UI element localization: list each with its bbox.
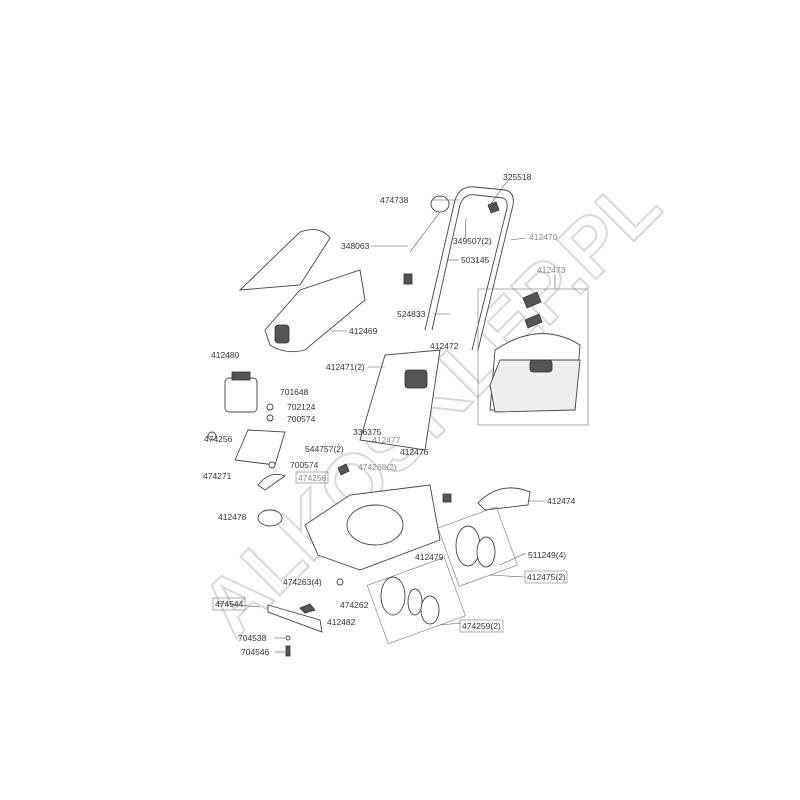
part-labels: 325518 474738 348063 349507(2) 412470 50…	[203, 172, 576, 657]
part-label: 474544	[215, 599, 244, 609]
grass-catcher	[489, 291, 581, 413]
part-label: 412479	[415, 552, 444, 562]
label-box-474544	[212, 597, 246, 611]
part-label: 701648	[280, 387, 309, 397]
part-label: 474263(4)	[283, 577, 322, 587]
mower-deck	[304, 463, 452, 571]
part-label: 474271	[203, 471, 232, 481]
label-box-412475	[524, 570, 568, 584]
part-label: 348063	[341, 241, 370, 251]
part-label: 474259(2)	[462, 621, 501, 631]
rear-flap	[477, 487, 531, 511]
blade	[267, 604, 323, 633]
part-label: 412482	[327, 617, 356, 627]
part-label: 503145	[461, 255, 490, 265]
part-label: 474256	[298, 473, 327, 483]
rear-wheel	[455, 525, 496, 568]
part-label: 412475(2)	[527, 572, 566, 582]
motor-cover	[238, 229, 366, 353]
part-label: 412477	[372, 435, 401, 445]
part-label: 412478	[218, 512, 247, 522]
part-label: 412476	[400, 447, 429, 457]
grass-box-frame	[477, 288, 589, 426]
leader-lines	[216, 179, 556, 653]
part-label: 544757(2)	[305, 444, 344, 454]
motor	[207, 371, 286, 527]
part-label: 474256	[204, 434, 233, 444]
part-label: 412471(2)	[326, 362, 365, 372]
part-label: 325518	[503, 172, 532, 182]
part-label: 474262	[340, 600, 369, 610]
part-label: 511249(4)	[528, 550, 566, 560]
label-box-474259	[459, 619, 504, 633]
part-label: 412470	[529, 232, 558, 242]
part-label: 412474	[547, 496, 576, 506]
part-label: 700574	[287, 414, 316, 424]
part-label: 412473	[537, 265, 566, 275]
part-label: 524833	[397, 309, 426, 319]
handle-assembly	[403, 186, 514, 351]
part-label: 349507(2)	[453, 236, 492, 246]
part-label: 704538	[238, 633, 267, 643]
front-wheel	[380, 576, 440, 625]
rear-wheel-frame	[437, 506, 518, 587]
part-label: 700574	[290, 460, 319, 470]
label-box-474256	[295, 471, 329, 484]
part-label: 336375	[353, 427, 382, 437]
part-label: 412472	[430, 341, 459, 351]
part-label: 474738	[380, 195, 409, 205]
part-label: 412480	[211, 350, 240, 360]
part-label: 412469	[349, 326, 378, 336]
part-label: 702124	[287, 402, 316, 412]
front-wheel-frame	[366, 557, 466, 645]
part-label: 474268(2)	[358, 462, 397, 472]
part-label: 704546	[241, 647, 270, 657]
